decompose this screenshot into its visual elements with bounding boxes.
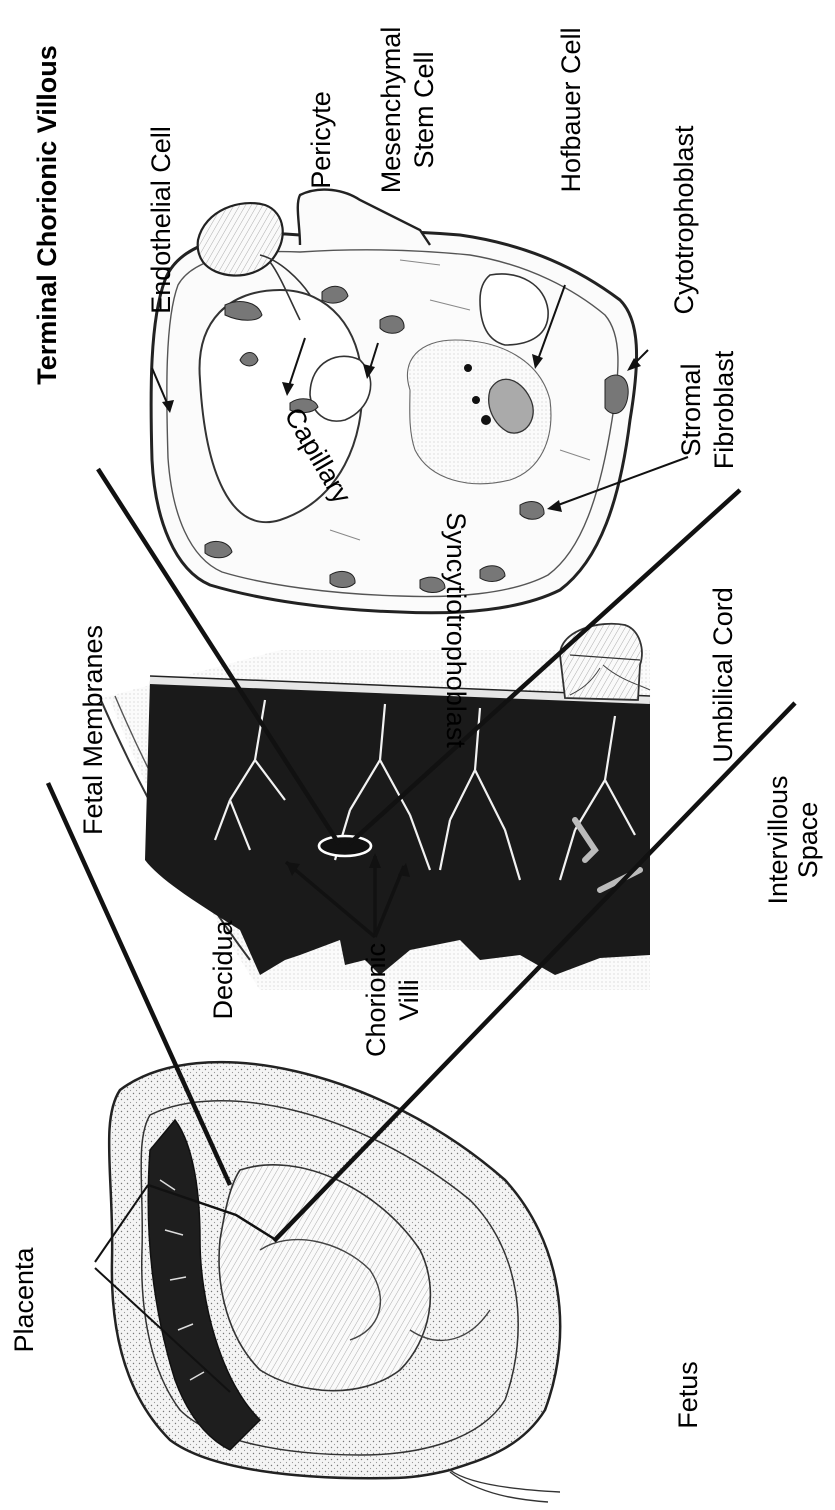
- terminal-villous-illustration: [151, 190, 636, 613]
- label-stromal-line1: Stromal: [676, 363, 706, 456]
- label-pericyte: Pericyte: [306, 91, 336, 189]
- label-chorionic-villi-line2: Villi: [394, 979, 424, 1021]
- label-intervillous-line1: Intervillous: [763, 775, 793, 904]
- figure-title: Terminal Chorionic Villous: [32, 45, 62, 385]
- label-decidua: Decidua: [208, 919, 238, 1019]
- label-cytotrophoblast: Cytotrophoblast: [669, 125, 699, 315]
- fetus-uterus-illustration: [109, 1062, 560, 1502]
- label-fetus: Fetus: [673, 1361, 703, 1429]
- label-intervillous-line2: Space: [793, 802, 823, 879]
- label-chorionic-villi-line1: Chorionic: [361, 943, 391, 1057]
- label-fetal-membranes: Fetal Membranes: [78, 625, 108, 835]
- label-hofbauer-cell: Hofbauer Cell: [556, 27, 586, 192]
- label-mesenchymal-line2: Stem Cell: [409, 51, 439, 168]
- label-stromal-line2: Fibroblast: [709, 350, 739, 469]
- label-endothelial-cell: Endothelial Cell: [146, 126, 176, 314]
- label-placenta: Placenta: [9, 1246, 39, 1352]
- villus-highlight-ellipse: [319, 836, 371, 856]
- label-mesenchymal-line1: Mesenchymal: [376, 27, 406, 194]
- label-syncytiotrophoblast: Syncytiotrophoblast: [441, 512, 471, 748]
- label-umbilical-cord: Umbilical Cord: [708, 587, 738, 763]
